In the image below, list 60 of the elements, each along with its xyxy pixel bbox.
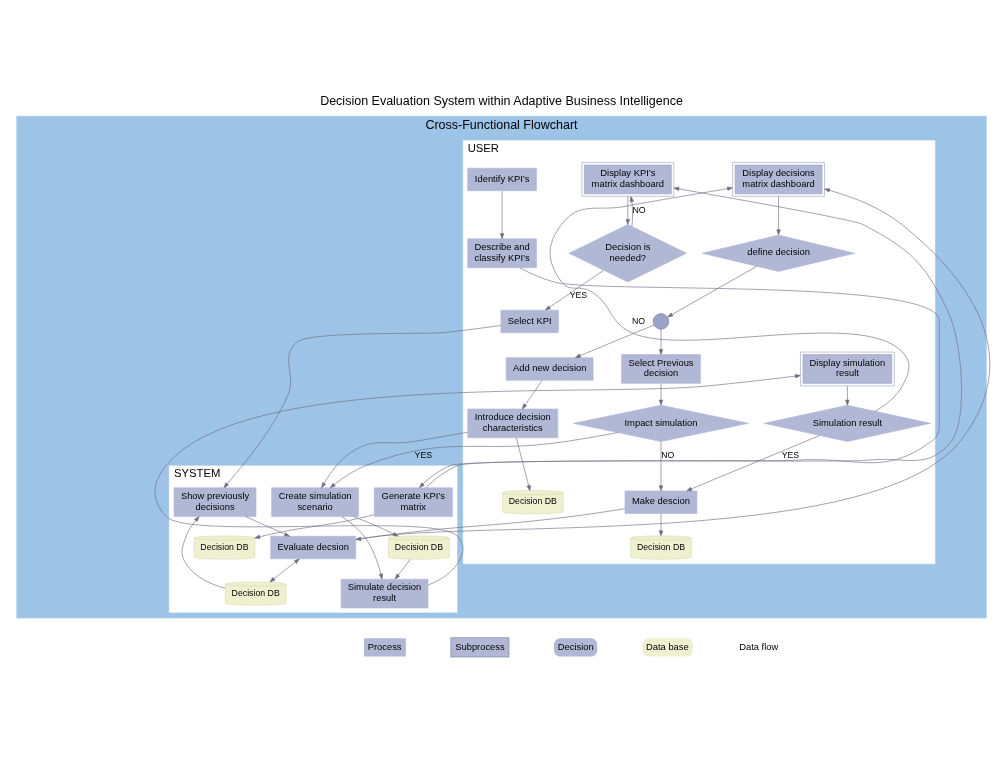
legend-label: Data base — [645, 641, 689, 652]
arrow — [658, 382, 663, 405]
node-box: Show previously decisions — [173, 486, 256, 517]
node-box: Create simulation scenario — [270, 486, 359, 517]
arrow — [269, 558, 300, 582]
arrow — [549, 186, 909, 411]
arrow — [515, 437, 531, 491]
arrow — [223, 324, 501, 488]
node-box: Select Previous decision — [620, 353, 701, 384]
arrow — [181, 515, 226, 589]
arrow — [418, 266, 940, 488]
arrow — [544, 269, 604, 310]
arrow — [352, 515, 398, 536]
edge-label: YES — [569, 289, 587, 300]
arrow — [521, 379, 542, 409]
edge-label: YES — [781, 449, 799, 460]
arrow — [776, 195, 781, 235]
edge-label: NO — [660, 449, 674, 460]
arrow — [844, 385, 849, 405]
arrow — [355, 507, 625, 541]
legend-label: Subprocess — [454, 641, 505, 652]
legend-label: Data flow — [738, 641, 778, 652]
edge-label: YES — [414, 449, 432, 460]
node-box: Introduce decision characteristics — [466, 408, 558, 438]
arrow — [658, 512, 663, 536]
node-box: Identify KPI’s — [466, 167, 537, 191]
node-diamond: Simulation result — [763, 404, 931, 442]
node-box: Generate KPI’s matrix — [373, 486, 453, 517]
node-diamond: Decision is needed? — [568, 223, 687, 282]
arrow — [329, 431, 618, 488]
node-box: Evaluate decsion — [269, 535, 356, 559]
arrow — [574, 324, 654, 358]
arrow — [685, 434, 820, 491]
node-circle — [652, 312, 669, 330]
arrow — [666, 265, 757, 317]
arrow — [355, 187, 990, 540]
edge-label: NO — [631, 315, 645, 326]
arrow — [341, 515, 383, 579]
edge-label: NO — [632, 204, 646, 215]
node-box: Make descion — [624, 490, 697, 514]
arrow — [658, 328, 663, 355]
node-diamond: define decision — [701, 234, 855, 272]
arrow — [154, 373, 801, 585]
node-box: Simulate decision result — [340, 578, 428, 608]
arrow — [658, 440, 663, 491]
legend-label: Decision — [557, 641, 594, 652]
node-box: Describe and classify KPI’s — [466, 238, 537, 268]
legend-label: Process — [367, 641, 402, 652]
diagram-title: Decision Evaluation System within Adaptive Business Intelligence — [319, 93, 683, 108]
arrow — [425, 186, 962, 488]
arrow — [499, 189, 504, 239]
arrow — [394, 558, 411, 579]
node-diamond: Impact simulation — [572, 404, 749, 442]
arrow — [625, 195, 630, 225]
arrow — [254, 513, 374, 539]
node-box: Select KPI — [500, 309, 559, 333]
arrow — [320, 431, 468, 488]
arrow — [245, 515, 290, 537]
arrow — [629, 195, 634, 227]
node-box: Add new decision — [505, 356, 593, 381]
